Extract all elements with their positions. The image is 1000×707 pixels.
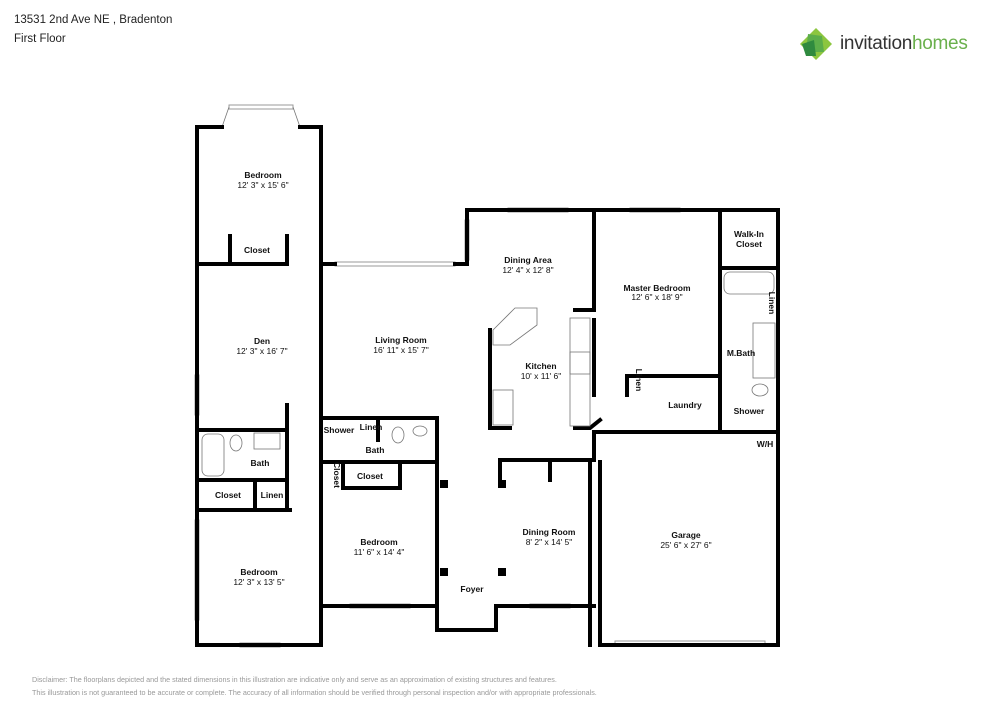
room-name: W/H: [757, 439, 774, 449]
bathtub-icon: [201, 433, 225, 477]
room-dims: 11' 6" x 14' 4": [354, 547, 405, 557]
room-name: Linen: [634, 369, 644, 392]
room-name: Closet: [215, 490, 241, 500]
room-dims: 12' 4" x 12' 8": [502, 265, 553, 275]
room-name: Closet: [736, 239, 762, 249]
sink-icon: [253, 432, 281, 450]
room-name: Closet: [244, 245, 270, 255]
room-dims: 16' 11" x 15' 7": [373, 345, 428, 355]
disclaimer-line-1: Disclaimer: The floorplans depicted and …: [32, 675, 557, 684]
room-name: Bath: [251, 458, 270, 468]
room-name: Shower: [734, 406, 765, 416]
room-name: Dining Area: [504, 255, 552, 265]
room-name: Linen: [767, 292, 777, 315]
room-dims: 25' 6" x 27' 6": [660, 540, 711, 550]
room-name: Living Room: [375, 335, 427, 345]
toilet-icon: [229, 434, 243, 452]
fixtures: [201, 271, 776, 576]
walls: [195, 125, 780, 647]
kitchen-island-icon: [492, 307, 538, 346]
bathtub-icon: [723, 271, 775, 295]
room-dims: 12' 6" x 18' 9": [631, 292, 682, 302]
room-name: Walk-In: [734, 229, 764, 239]
room-dims: 10' x 11' 6": [521, 371, 562, 381]
room-name: M.Bath: [727, 348, 755, 358]
room-name: Bedroom: [244, 170, 282, 180]
room-name: Bedroom: [360, 537, 398, 547]
room-name: Bedroom: [240, 567, 278, 577]
room-name: Kitchen: [525, 361, 556, 371]
room-dims: 12' 3" x 15' 6": [237, 180, 288, 190]
room-dims: 12' 3" x 16' 7": [236, 346, 287, 356]
room-name: Master Bedroom: [623, 283, 691, 293]
room-name: Bath: [366, 445, 385, 455]
room-name: Den: [254, 336, 270, 346]
room-name: Foyer: [460, 584, 484, 594]
room-labels: Bedroom 12' 3" x 15' 6" Closet Den 12' 3…: [215, 170, 777, 594]
fridge-icon: [492, 389, 514, 426]
toilet-icon: [751, 383, 769, 397]
room-name: Closet: [332, 462, 342, 488]
room-name: Dining Room: [523, 527, 576, 537]
address: 13531 2nd Ave NE , Bradenton: [14, 14, 173, 26]
floor-label: First Floor: [14, 33, 66, 45]
logo-mark-icon: [800, 28, 832, 60]
room-dims: 8' 2" x 14' 5": [526, 537, 573, 547]
room-name: Garage: [671, 530, 701, 540]
room-name: Closet: [357, 471, 383, 481]
room-name: Linen: [261, 490, 284, 500]
room-dims: 12' 3" x 13' 5": [233, 577, 284, 587]
stove-icon: [569, 351, 591, 375]
sink-icon: [412, 425, 428, 437]
room-name: Laundry: [668, 400, 702, 410]
disclaimer-line-2: This illustration is not guaranteed to b…: [32, 688, 597, 697]
logo-word-homes: homes: [912, 33, 968, 54]
room-name: Linen: [360, 422, 383, 432]
logo-word-invitation: invitation: [840, 33, 912, 54]
double-vanity-icon: [752, 322, 776, 379]
room-name: Shower: [324, 425, 355, 435]
toilet-icon: [391, 426, 405, 444]
